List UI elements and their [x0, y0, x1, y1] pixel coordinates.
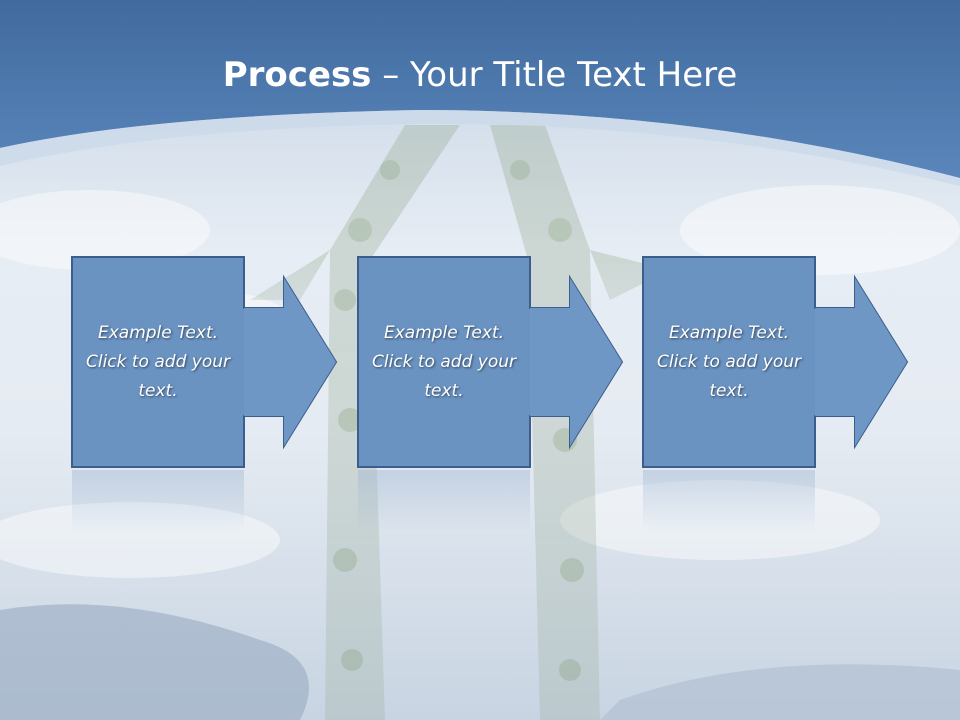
step-2-shape	[357, 256, 624, 468]
step-3-text[interactable]: Example Text. Click to add your text.	[656, 322, 801, 401]
process-step-2[interactable]: Example Text. Click to add your text.	[357, 256, 645, 468]
title-bold-word: Process	[222, 55, 372, 95]
arrow-right-icon	[530, 278, 622, 446]
header-band	[0, 0, 960, 178]
process-step-3[interactable]: Example Text. Click to add your text.	[642, 256, 930, 468]
process-step-1[interactable]: Example Text. Click to add your text.	[71, 256, 359, 468]
slide-title[interactable]: Process – Your Title Text Here	[0, 52, 960, 98]
arrow-right-icon	[815, 278, 907, 446]
header-arc-highlight	[0, 110, 960, 186]
step-1-shape	[71, 256, 338, 468]
step-3-shape	[642, 256, 909, 468]
hills	[0, 604, 309, 720]
arrow-right-icon	[244, 278, 336, 446]
step-1-text[interactable]: Example Text. Click to add your text.	[85, 322, 230, 401]
title-rest: – Your Title Text Here	[371, 55, 738, 95]
step-2-text[interactable]: Example Text. Click to add your text.	[371, 322, 516, 401]
